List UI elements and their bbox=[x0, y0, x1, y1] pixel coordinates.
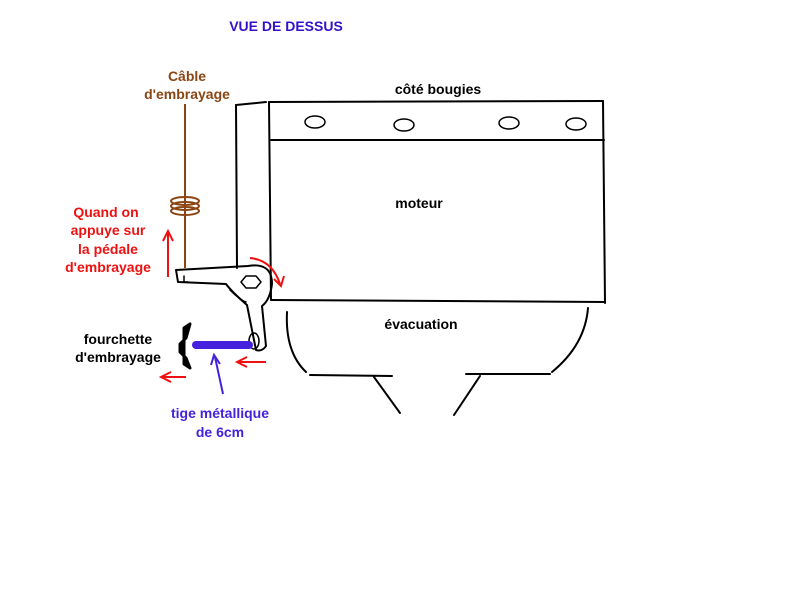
lever-push-arrow bbox=[234, 356, 266, 368]
exhaust-label: évacuation bbox=[384, 316, 457, 332]
spark-plugs bbox=[304, 115, 587, 132]
press-label-line2: appuye sur bbox=[71, 222, 146, 238]
spark-plug-4 bbox=[565, 117, 587, 131]
spark-plug-1 bbox=[304, 115, 326, 129]
pedal-press-arrow bbox=[162, 228, 174, 277]
rod-pointer-arrow bbox=[210, 352, 224, 395]
exhaust-manifold bbox=[285, 307, 589, 416]
cable-label-line1: Câble bbox=[168, 68, 206, 84]
fork-label-line2: d'embrayage bbox=[75, 349, 161, 365]
engine-block bbox=[235, 100, 606, 304]
rod-label-line1: tige métallique bbox=[171, 405, 269, 421]
lever-rotation-arrow bbox=[249, 257, 285, 288]
clutch-fork bbox=[178, 322, 192, 370]
fork-label-line1: fourchette bbox=[84, 331, 153, 347]
engine-label: moteur bbox=[395, 195, 443, 211]
press-label-line3: la pédale bbox=[78, 241, 138, 257]
press-label-line4: d'embrayage bbox=[65, 259, 151, 275]
spark-plug-3 bbox=[498, 116, 520, 130]
diagram-title: VUE DE DESSUS bbox=[229, 18, 343, 34]
cable-label-line2: d'embrayage bbox=[144, 86, 230, 102]
spark-side-label: côté bougies bbox=[395, 81, 482, 97]
cable-adjuster bbox=[170, 196, 200, 216]
clutch-lever bbox=[175, 264, 273, 352]
press-label-line1: Quand on bbox=[73, 204, 138, 220]
spark-plug-2 bbox=[393, 118, 415, 132]
rod-label-line2: de 6cm bbox=[196, 424, 244, 440]
fork-push-arrow bbox=[158, 371, 186, 383]
